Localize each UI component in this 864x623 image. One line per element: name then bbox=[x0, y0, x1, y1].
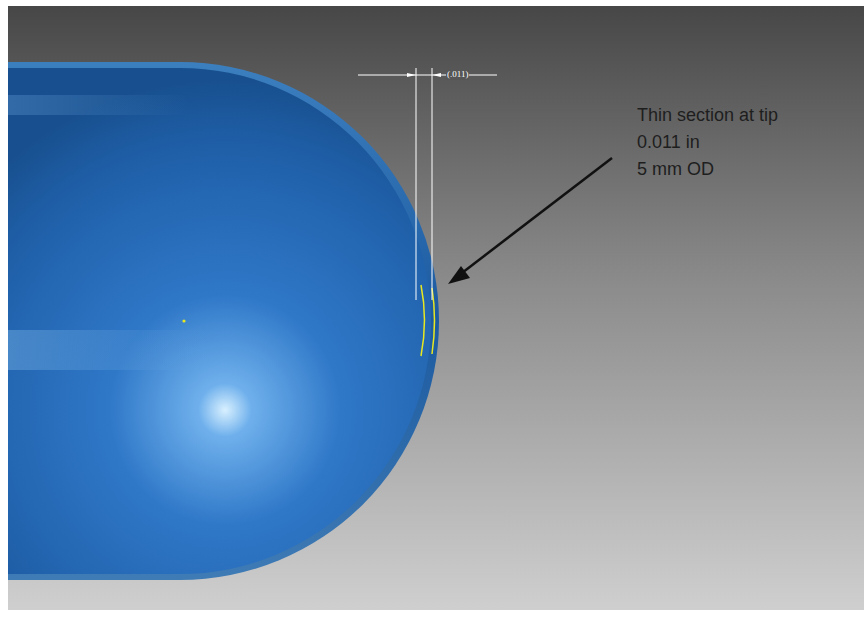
tip-outer-wall bbox=[8, 62, 439, 580]
arrowhead bbox=[448, 266, 470, 284]
center-point bbox=[182, 319, 185, 322]
dimension-arrow bbox=[407, 73, 416, 77]
callout-text: Thin section at tip bbox=[637, 104, 778, 126]
section-mark bbox=[421, 285, 425, 356]
reflection-band bbox=[8, 330, 208, 370]
callout-text: 0.011 in bbox=[637, 131, 700, 153]
dimension-arrow bbox=[432, 73, 441, 77]
dimension-value: (.011) bbox=[446, 69, 469, 80]
background bbox=[8, 6, 864, 610]
callout-text: 5 mm OD bbox=[637, 158, 714, 180]
leader-arrow bbox=[458, 158, 612, 276]
dimension-line bbox=[358, 75, 497, 76]
extension-line bbox=[416, 68, 417, 300]
reflection-band bbox=[8, 95, 188, 115]
tip-body bbox=[8, 68, 431, 574]
extension-line bbox=[432, 68, 433, 300]
